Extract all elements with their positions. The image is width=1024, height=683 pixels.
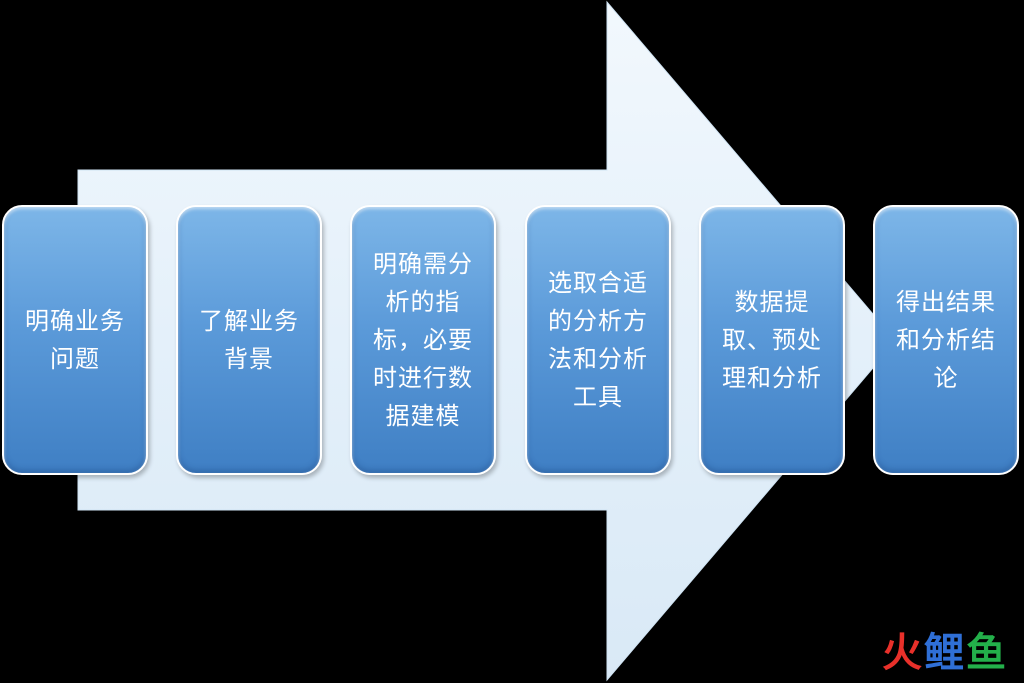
step-5-label: 数据提取、预处理和分析 (722, 288, 822, 392)
step-3-box: 明确需分析的指标，必要时进行数据建模 (350, 205, 496, 475)
step-2-label: 了解业务背景 (199, 307, 299, 373)
step-6-box: 得出结果和分析结论 (873, 205, 1019, 475)
step-5-box: 数据提取、预处理和分析 (699, 205, 845, 475)
step-2-box: 了解业务背景 (176, 205, 322, 475)
step-3-label: 明确需分析的指标，必要时进行数据建模 (373, 250, 473, 430)
step-4-box: 选取合适的分析方法和分析工具 (525, 205, 671, 475)
brand-char-3: 鱼 (966, 630, 1006, 676)
step-1-label: 明确业务问题 (25, 307, 125, 373)
brand-char-1: 火 (882, 630, 922, 676)
step-1-box: 明确业务问题 (2, 205, 148, 475)
brand-char-2: 鲤 (924, 630, 964, 676)
brand-watermark: 火 鲤 鱼 (882, 629, 1006, 677)
step-6-label: 得出结果和分析结论 (896, 288, 996, 392)
step-4-label: 选取合适的分析方法和分析工具 (548, 269, 648, 411)
